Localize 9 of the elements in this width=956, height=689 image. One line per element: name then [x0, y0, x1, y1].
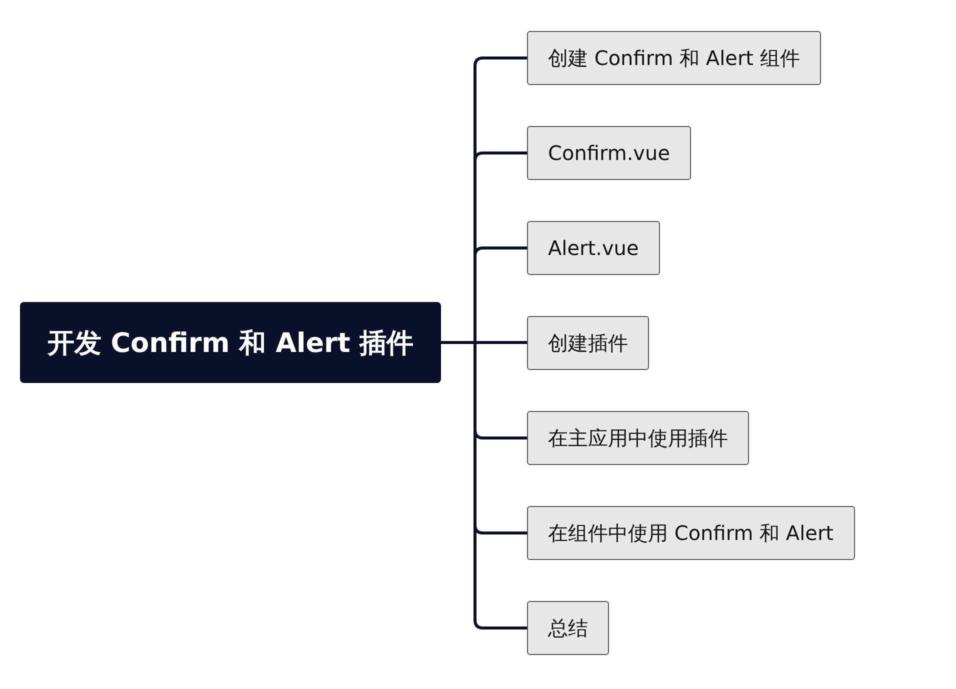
topic-box: 在组件中使用 Confirm 和 Alert [527, 506, 855, 560]
topic-box: 创建插件 [527, 316, 649, 370]
topic-box: 创建 Confirm 和 Alert 组件 [527, 31, 821, 85]
topic-box: Alert.vue [527, 221, 660, 275]
topic-box: 在主应用中使用插件 [527, 411, 749, 465]
topic-box: Confirm.vue [527, 126, 692, 180]
central-topic-box: 开发 Confirm 和 Alert 插件 [20, 302, 441, 383]
connector-line [441, 341, 527, 630]
topic-box: 总结 [527, 601, 609, 655]
